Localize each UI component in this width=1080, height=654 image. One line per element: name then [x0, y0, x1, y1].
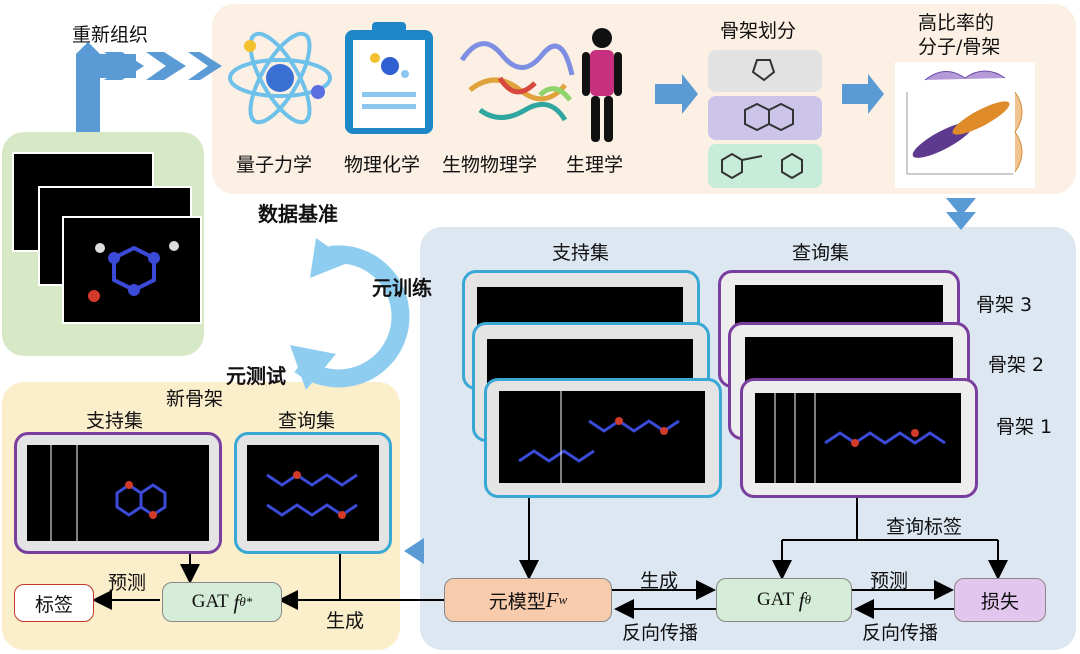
test-support-label: 支持集: [86, 410, 144, 432]
molecule-drawing: [518, 391, 680, 483]
gat-test-text: GAT: [191, 591, 229, 612]
support-set-card: [484, 378, 722, 498]
label-box: 标签: [14, 584, 94, 622]
train-predict-label: 预测: [870, 570, 909, 592]
test-predict-label: 预测: [108, 572, 147, 594]
reorganize-label: 重新组织: [72, 24, 149, 46]
scaffold-split-label: 骨架划分: [720, 20, 797, 42]
scatter-plot-thumbnail: [895, 62, 1035, 188]
high-ratio-line-2: 分子/骨架: [918, 36, 1001, 58]
to-ratio-arrow: [842, 74, 884, 114]
gat-test-box: GAT f θ*: [162, 582, 282, 622]
loss-text: 损失: [980, 590, 1019, 613]
discipline-quantum: 量子力学: [236, 154, 313, 176]
query-set-card: [740, 378, 978, 498]
train-backprop-right-label: 反向传播: [862, 622, 939, 644]
test-query-card: [234, 432, 392, 554]
molecule-image: [27, 445, 209, 541]
reorganize-arrow: [76, 42, 222, 132]
scaffold-2-label: 骨架 2: [988, 354, 1045, 376]
gat-train-box: GAT f θ: [716, 578, 852, 622]
scaffold-card-2: [708, 96, 822, 140]
label-text: 标签: [34, 593, 73, 616]
cycle-arc: [294, 245, 410, 388]
meta-model-symbol: F: [545, 587, 559, 612]
query-label-text: 查询标签: [886, 516, 963, 538]
molecule-image: [247, 445, 379, 541]
train-query-label: 查询集: [792, 242, 850, 264]
test-generate-label: 生成: [326, 610, 365, 632]
meta-model-text: 元模型: [488, 590, 546, 613]
left-chevron: [404, 538, 424, 564]
test-query-label: 查询集: [278, 410, 336, 432]
data-benchmark-label: 数据基准: [258, 202, 338, 226]
meta-model-subscript: w: [558, 592, 568, 607]
cycle-arrowhead-2: [290, 345, 336, 390]
cycle-arrowhead: [310, 238, 350, 278]
meta-model-box: 元模型 F w: [444, 578, 612, 622]
gat-train-text: GAT: [757, 589, 794, 610]
molecule-drawing: [50, 445, 167, 541]
down-chevron: [946, 198, 976, 216]
high-ratio-line-1: 高比率的: [918, 12, 995, 34]
molecule-drawing: [266, 471, 358, 519]
train-generate-label: 生成: [640, 570, 679, 592]
meta-test-label: 元测试: [226, 364, 286, 388]
scaffold-card-1: [708, 50, 822, 92]
discipline-biophysics: 生物物理学: [442, 154, 538, 176]
gat-train-symbol: f: [798, 587, 805, 612]
gat-train-subscript: θ: [804, 592, 811, 607]
gat-test-subscript: θ*: [239, 594, 253, 609]
gat-test-symbol: f: [233, 589, 240, 614]
new-scaffold-label: 新骨架: [166, 388, 224, 410]
scaffold-3-label: 骨架 3: [976, 294, 1033, 316]
train-support-label: 支持集: [552, 242, 610, 264]
molecule-drawing: [88, 241, 179, 302]
discipline-physiology: 生理学: [566, 154, 624, 176]
down-chevron-2: [946, 212, 976, 230]
molecule-drawing: [774, 393, 946, 483]
scaffold-1-label: 骨架 1: [996, 416, 1053, 438]
molecule-image: [755, 393, 961, 483]
meta-train-label: 元训练: [372, 276, 432, 300]
test-support-card: [14, 432, 222, 554]
train-backprop-left-label: 反向传播: [622, 622, 699, 644]
loss-box: 损失: [954, 578, 1046, 622]
scatter-thumb-drawing: [906, 70, 1023, 175]
discipline-physchem: 物理化学: [344, 154, 421, 176]
molecule-image: [499, 391, 705, 483]
molecule-image: [62, 216, 202, 324]
to-split-arrow: [655, 74, 698, 114]
